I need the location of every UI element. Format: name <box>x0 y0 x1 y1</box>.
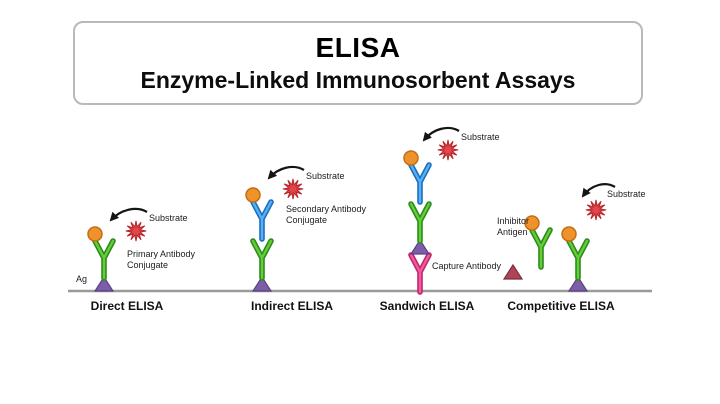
assay-indirect-diagram <box>245 165 305 292</box>
secondary-antibody-conjugate-label: Secondary Antibody Conjugate <box>286 204 367 226</box>
enzyme-icon <box>403 150 419 166</box>
bound-conjugate-antibody-icon <box>569 241 587 278</box>
substrate-label-direct: Substrate <box>149 213 188 223</box>
antigen-icon <box>93 275 115 292</box>
capture-antibody-label: Capture Antibody <box>432 261 502 271</box>
page-subtitle: Enzyme-Linked Immunosorbent Assays <box>140 67 576 93</box>
assay-competitive-diagram <box>502 183 616 292</box>
primary-antibody-conjugate-label: Primary Antibody Conjugate <box>127 249 196 271</box>
page-title: ELISA <box>315 32 401 63</box>
title-box: ELISA Enzyme-Linked Immunosorbent Assays <box>73 21 643 105</box>
reaction-arrow-icon <box>267 165 305 180</box>
capture-antibody-icon <box>411 255 429 292</box>
assay-sandwich-diagram <box>403 126 460 292</box>
substrate-icon <box>437 139 459 161</box>
assay-name-direct: Direct ELISA <box>90 299 164 313</box>
antigen-icon <box>251 275 273 292</box>
primary-antibody-icon <box>95 241 113 278</box>
antigen-icon <box>567 275 589 292</box>
enzyme-icon <box>87 226 103 242</box>
inhibitor-antigen-label: Inhibitor Antigen <box>497 216 530 238</box>
free-conjugate-antibody-icon <box>532 230 550 267</box>
substrate-icon <box>125 220 147 242</box>
assay-direct-diagram <box>87 207 148 292</box>
assay-name-indirect: Indirect ELISA <box>250 299 334 313</box>
substrate-icon <box>282 178 304 200</box>
enzyme-icon <box>561 226 577 242</box>
reaction-arrow-icon <box>422 126 460 142</box>
assay-name-sandwich: Sandwich ELISA <box>379 299 475 313</box>
substrate-label-indirect: Substrate <box>306 171 345 181</box>
antigen-icon <box>409 238 431 255</box>
antigen-label: Ag <box>76 274 88 284</box>
reaction-arrow-icon <box>581 183 616 198</box>
inhibitor-antigen-icon <box>502 263 524 280</box>
substrate-label-sandwich: Substrate <box>461 132 500 142</box>
secondary-antibody-icon <box>253 202 271 239</box>
enzyme-icon <box>245 187 261 203</box>
secondary-antibody-icon <box>411 165 429 202</box>
detection-antibody-icon <box>411 204 429 241</box>
enzyme-icon <box>524 215 540 231</box>
substrate-icon <box>585 199 607 221</box>
substrate-label-competitive: Substrate <box>607 189 646 199</box>
primary-antibody-icon <box>253 241 271 278</box>
reaction-arrow-icon <box>109 207 148 222</box>
assay-name-competitive: Competitive ELISA <box>507 299 615 313</box>
